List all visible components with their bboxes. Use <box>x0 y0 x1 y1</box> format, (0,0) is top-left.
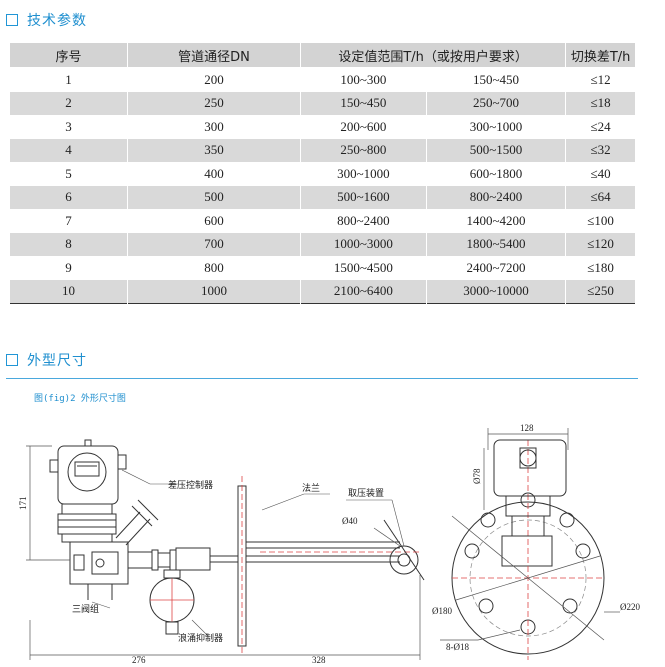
cell: 600 <box>127 209 301 233</box>
header-diff: 切换差T/h <box>565 42 636 68</box>
controller-head-drawing <box>49 439 127 543</box>
dim-phi180: Ø180 <box>432 606 452 616</box>
cell: 800~2400 <box>425 185 567 209</box>
cell: 1 <box>9 67 128 92</box>
cell: 350 <box>127 138 301 162</box>
section-title: 外型尺寸 <box>27 353 87 369</box>
cell: 4 <box>9 138 128 162</box>
cell: 2 <box>9 91 128 115</box>
cell: 10 <box>9 279 128 304</box>
section-marker-icon <box>6 354 18 366</box>
label-flange: 法兰 <box>302 482 320 493</box>
label-valve-group: 三阀组 <box>72 603 99 614</box>
label-pressure-device: 取压装置 <box>348 487 384 498</box>
cell: 150~450 <box>300 91 427 115</box>
cell: 8 <box>9 232 128 256</box>
cell: ≤32 <box>565 138 636 162</box>
dimension-lines-side <box>26 445 421 660</box>
cell: ≤24 <box>565 115 636 139</box>
cell: ≤100 <box>565 209 636 233</box>
dim-171: 171 <box>18 497 28 511</box>
cell: 1000~3000 <box>300 232 427 256</box>
cell: ≤40 <box>565 162 636 186</box>
cell: 200~600 <box>300 115 427 139</box>
cell: 1800~5400 <box>425 232 567 256</box>
dim-128: 128 <box>520 423 534 433</box>
cell: 300 <box>127 115 301 139</box>
cell: 500~1500 <box>425 138 567 162</box>
dimension-lines-front <box>440 428 620 641</box>
cell: 500~1600 <box>300 185 427 209</box>
surge-suppressor-drawing <box>149 569 195 635</box>
dim-phi220: Ø220 <box>620 602 640 612</box>
cell: 250 <box>127 91 301 115</box>
cell: 1000 <box>127 279 301 304</box>
cell: 250~700 <box>425 91 567 115</box>
cell: 300~1000 <box>300 162 427 186</box>
cell: 3000~10000 <box>425 279 567 304</box>
cell: 800 <box>127 256 301 280</box>
header-range: 设定值范围T/h（或按用户要求） <box>299 42 567 68</box>
three-valve-group-drawing <box>69 499 159 600</box>
label-surge-suppressor: 浪涌抑制器 <box>178 632 223 643</box>
pipe-drawing <box>127 547 238 571</box>
cell: 150~450 <box>425 67 567 92</box>
section-header-tech-params: 技术参数 <box>6 10 87 30</box>
figure-caption: 图(fig)2 外形尺寸图 <box>34 394 126 404</box>
cell: 200 <box>127 67 301 92</box>
cell: 700 <box>127 232 301 256</box>
section-header-dimensions: 外型尺寸 <box>6 350 87 370</box>
section-marker-icon <box>6 14 18 26</box>
cell: 400 <box>127 162 301 186</box>
label-controller: 差压控制器 <box>168 479 213 490</box>
header-index: 序号 <box>9 42 128 68</box>
cell: ≤64 <box>565 185 636 209</box>
sensor-tube-drawing <box>246 519 425 581</box>
cell: 300~1000 <box>425 115 567 139</box>
cell: 2400~7200 <box>425 256 567 280</box>
cell: 600~1800 <box>425 162 567 186</box>
section-title: 技术参数 <box>27 13 87 29</box>
cell: 1500~4500 <box>300 256 427 280</box>
cell: ≤250 <box>565 279 636 304</box>
table-header-row: 序号 管道通径DN 设定值范围T/h（或按用户要求） 切换差T/h <box>9 42 636 68</box>
dim-phi78: Ø78 <box>472 468 482 484</box>
dim-holes: 8-Ø18 <box>446 642 469 652</box>
cell: 1400~4200 <box>425 209 567 233</box>
cell: ≤12 <box>565 67 636 92</box>
leader-lines <box>91 469 405 637</box>
cell: 6 <box>9 185 128 209</box>
header-dn: 管道通径DN <box>127 42 301 68</box>
cell: 500 <box>127 185 301 209</box>
section-divider <box>6 378 638 379</box>
cell: 100~300 <box>300 67 427 92</box>
cell: 2100~6400 <box>300 279 427 304</box>
dim-phi40: Ø40 <box>342 516 358 526</box>
cell: ≤18 <box>565 91 636 115</box>
flange-drawing <box>237 476 247 656</box>
dim-328: 328 <box>312 655 326 665</box>
cell: ≤120 <box>565 232 636 256</box>
dim-276: 276 <box>132 655 146 665</box>
cell: ≤180 <box>565 256 636 280</box>
